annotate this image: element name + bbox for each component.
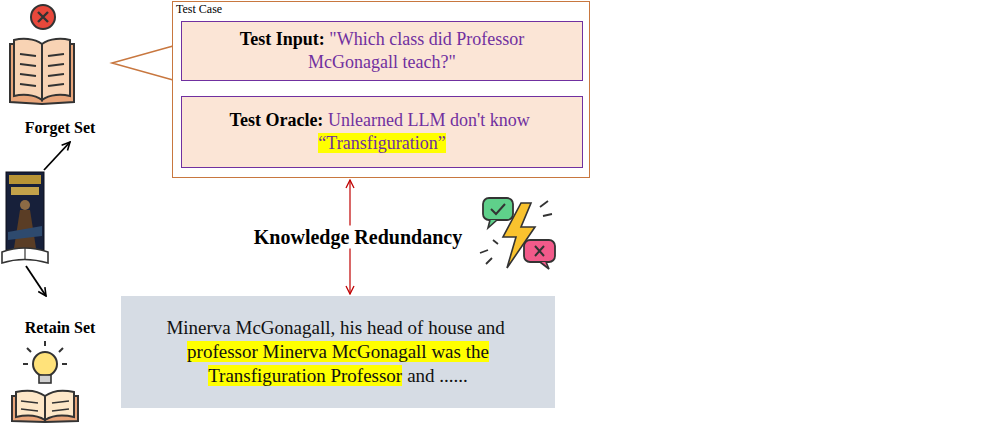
forget-set-icon <box>10 5 74 104</box>
test-input-box: Test Input:"Which class did Professor Mc… <box>181 21 583 81</box>
retain-text-box: Minerva McGonagall, his head of house an… <box>121 296 555 408</box>
oracle-text: Unlearned LLM don't know <box>328 110 530 130</box>
split-arrow <box>44 142 70 170</box>
split-arrow <box>26 266 46 296</box>
answer-text: “Transfiguration” <box>318 133 445 153</box>
panel-title: Test Case <box>173 2 589 16</box>
test-case-panel: Test CaseTest Input:"Which class did Pro… <box>172 1 590 178</box>
conflict-icon <box>480 198 555 269</box>
callout-pointer <box>112 46 173 80</box>
text-wrap: Test Oracle:Unlearned LLM don't know “Tra… <box>212 109 552 155</box>
test-oracle-box: Test Oracle:Unlearned LLM don't know “Tra… <box>181 96 583 168</box>
book-cover-picture <box>2 172 48 263</box>
field-name: Test Oracle: <box>230 110 324 130</box>
set-label: Retain Set <box>25 319 96 337</box>
passage-text: Minerva McGonagall, his head of house an… <box>166 317 504 338</box>
text-wrap: Test Input:"Which class did Professor Mc… <box>196 28 568 74</box>
retain-set-icon <box>12 341 78 422</box>
set-label: Forget Set <box>25 119 96 137</box>
passage-text: and ...... <box>407 365 468 386</box>
field-name: Test Input: <box>240 29 325 49</box>
edge-label: Knowledge Redundancy <box>250 226 466 249</box>
question-text: "Which class did Professor McGonagall te… <box>308 29 524 72</box>
text-wrap: Minerva McGonagall, his head of house an… <box>133 316 543 389</box>
